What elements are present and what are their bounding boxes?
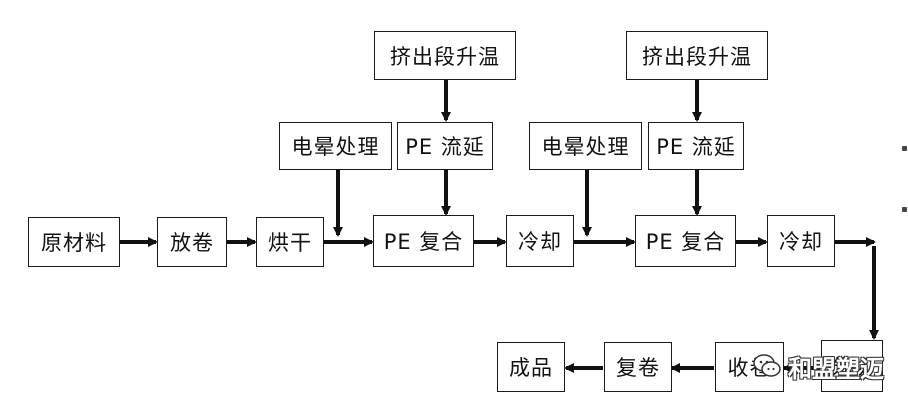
edge-mark — [902, 146, 907, 151]
node-unwind: 放卷 — [157, 217, 227, 267]
node-cool-2: 冷却 — [767, 215, 835, 267]
watermark-text: 和盟塑迈 — [788, 354, 884, 383]
edge-mark — [902, 207, 907, 212]
node-cast-2: PE 流延 — [648, 122, 744, 170]
node-cut: 分切 — [821, 340, 883, 392]
node-dry: 烘干 — [256, 217, 324, 267]
node-cool-1: 冷却 — [506, 215, 574, 267]
node-raw-material: 原材料 — [28, 217, 120, 267]
node-heat-2: 挤出段升温 — [626, 31, 768, 80]
node-corona-1: 电晕处理 — [279, 122, 392, 170]
node-heat-1: 挤出段升温 — [374, 31, 516, 80]
wechat-icon — [753, 354, 781, 377]
node-rewind: 复卷 — [604, 342, 672, 392]
node-corona-2: 电晕处理 — [529, 122, 642, 170]
node-cast-1: PE 流延 — [397, 122, 493, 170]
node-composite-1: PE 复合 — [373, 215, 474, 267]
node-composite-2: PE 复合 — [635, 215, 736, 267]
node-product: 成品 — [497, 342, 565, 392]
watermark: 和盟塑迈 — [752, 346, 884, 386]
